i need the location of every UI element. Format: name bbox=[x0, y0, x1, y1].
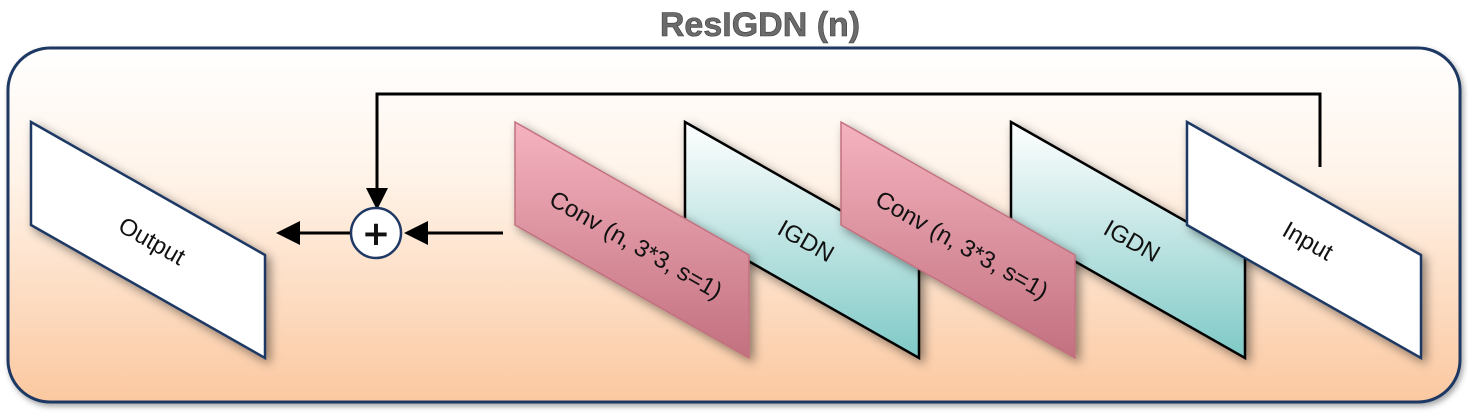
output-panel bbox=[29, 119, 267, 361]
block-conv-2: Conv (n, 3*3, s=1) bbox=[840, 120, 1076, 360]
conv-1-panel bbox=[514, 120, 750, 360]
block-input: Input bbox=[1185, 119, 1423, 361]
layer-blocks: Output IGDN Input IGDN Conv (n, 3*3, s=1… bbox=[29, 119, 1423, 361]
igdn-2-panel bbox=[1009, 119, 1247, 361]
conv-2-panel bbox=[840, 120, 1076, 360]
diagram-title: ResIGDN (n) bbox=[660, 6, 860, 44]
skip-connection bbox=[375, 92, 1322, 208]
plus-symbol: + bbox=[362, 214, 391, 254]
block-output: Output bbox=[29, 119, 267, 361]
skip-arrowhead bbox=[366, 188, 388, 210]
arrowhead-sum-to-output bbox=[276, 221, 300, 245]
block-igdn-2: IGDN bbox=[1009, 119, 1247, 361]
arrowhead-conv-to-sum bbox=[404, 221, 428, 245]
input-panel bbox=[1185, 119, 1423, 361]
block-igdn-1: IGDN bbox=[683, 119, 921, 361]
plus-circle-icon bbox=[349, 206, 403, 260]
sum-node: + bbox=[349, 206, 403, 260]
